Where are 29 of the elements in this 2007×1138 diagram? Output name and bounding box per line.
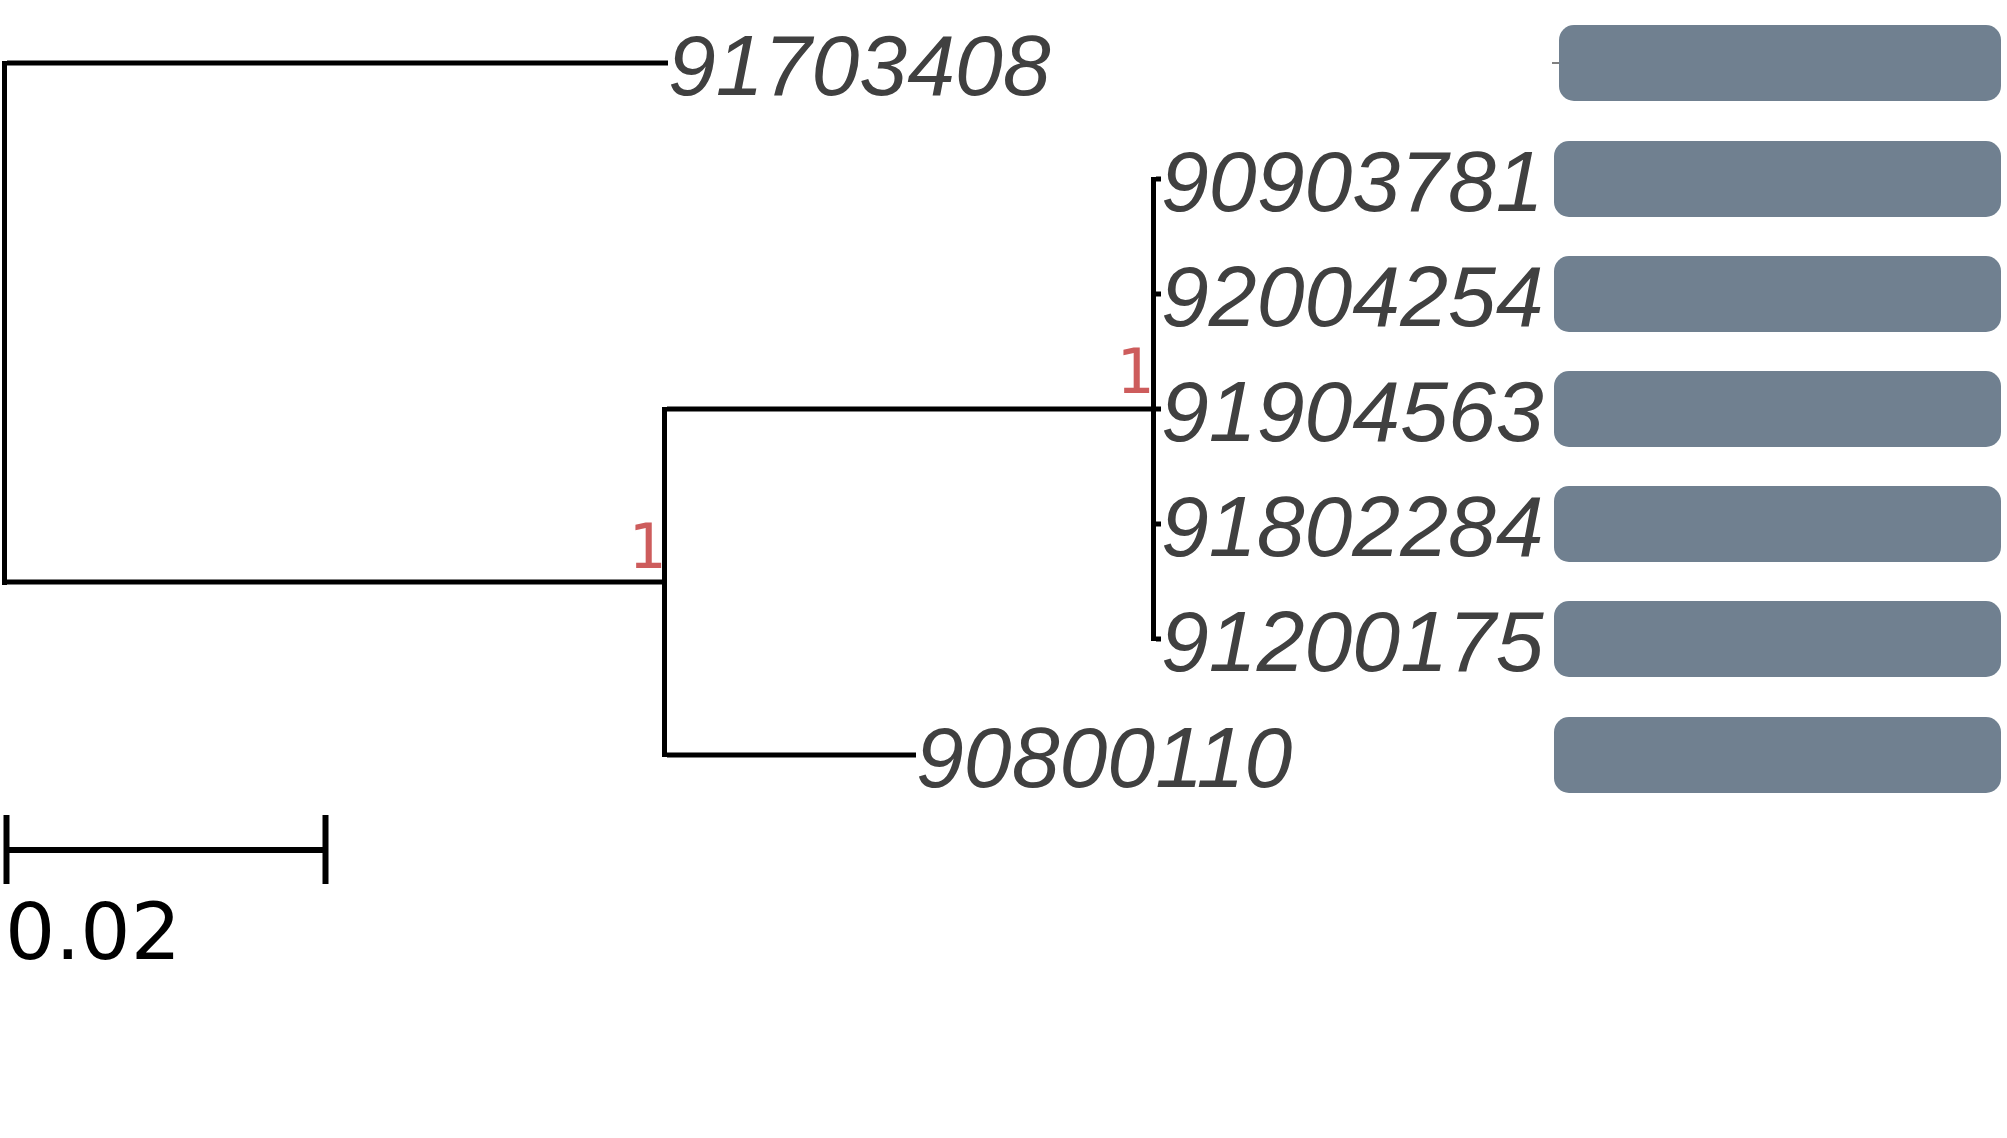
- tree-branch: [1156, 176, 1161, 182]
- annotation-bar: [1554, 717, 2001, 793]
- tree-branch: [7, 579, 662, 585]
- leaf-label: 91200175: [1161, 601, 1544, 681]
- tree-branch: [1156, 521, 1161, 527]
- annotation-bar: [1554, 486, 2001, 562]
- leaf-label: 90903781: [1161, 141, 1544, 221]
- branch-junction: [2, 61, 7, 585]
- branch-junction: [1151, 177, 1156, 641]
- tree-branch: [667, 752, 916, 758]
- support-value: 1: [628, 516, 666, 578]
- leaf-label: 91703408: [668, 25, 1051, 105]
- support-value: 1: [1116, 341, 1154, 403]
- leaf-label: 91802284: [1161, 486, 1544, 566]
- leaf-label: 92004254: [1161, 256, 1544, 336]
- tree-branch: [1156, 406, 1161, 412]
- annotation-bar: [1554, 256, 2001, 332]
- tree-branch: [1156, 291, 1161, 297]
- tree-branch: [667, 406, 1151, 412]
- branch-junction: [662, 407, 667, 757]
- tree-branch: [7, 60, 668, 66]
- annotation-bar: [1559, 25, 2001, 101]
- annotation-bar: [1554, 141, 2001, 217]
- leaf-label: 90800110: [916, 717, 1293, 797]
- scale-label: 0.02: [5, 892, 181, 972]
- leaf-label: 91904563: [1161, 371, 1544, 451]
- tree-branch: [1156, 636, 1161, 642]
- annotation-bar: [1554, 601, 2001, 677]
- annotation-bar: [1554, 371, 2001, 447]
